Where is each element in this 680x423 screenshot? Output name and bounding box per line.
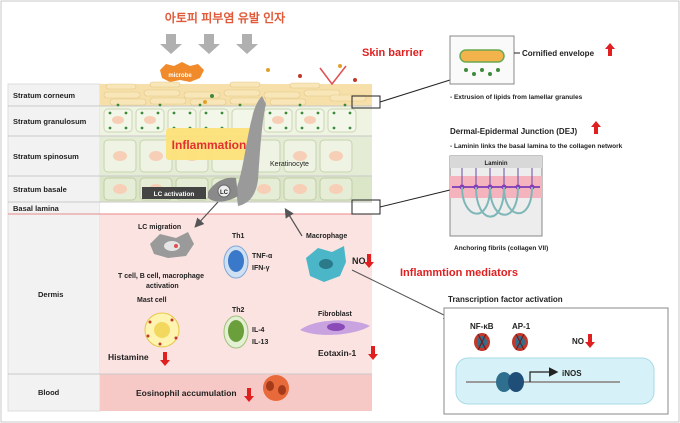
dermis-red-arrows	[160, 254, 378, 402]
cells-activation-line1: T cell, B cell, macrophage	[118, 273, 204, 280]
inflammation-highlight	[166, 128, 252, 160]
microbe: microbe	[160, 62, 204, 82]
keratinocyte-shape	[236, 96, 266, 206]
layer-labels: Stratum corneum Stratum granulosum Strat…	[13, 91, 87, 397]
ap1-label: AP-1	[512, 322, 531, 331]
dermis-labels: LC migration T cell, B cell, macrophage …	[118, 224, 353, 346]
eotaxin-down-arrow-icon	[368, 346, 378, 360]
anchoring-label: Anchoring fibrils (collagen VII)	[454, 245, 548, 252]
macrophage-up-arrow	[284, 207, 303, 237]
eosinophil-cell	[263, 375, 289, 401]
fibroblast-cell	[300, 320, 370, 335]
mediators-title: Inflammtion mediators	[400, 267, 518, 279]
zoom-line-top	[379, 79, 451, 103]
dej-title: Dermal-Epidermal Junction (DEJ)	[450, 127, 577, 136]
ap1-protein	[512, 333, 528, 351]
macrophage-cell	[306, 246, 346, 282]
fibroblast-label: Fibroblast	[318, 311, 353, 318]
eotaxin-label: Eotaxin-1	[318, 348, 357, 358]
keratinocyte-label: Keratinocyte	[270, 161, 309, 168]
down-arrow-icon	[160, 34, 182, 54]
blood-band	[100, 374, 372, 411]
ifn-label: IFN-γ	[252, 265, 270, 272]
cells-activation-line2: activation	[146, 283, 179, 290]
layer-label-column	[7, 83, 101, 412]
down-arrow-icon	[236, 34, 258, 54]
down-arrow-icon	[198, 34, 220, 54]
tnf-label: TNF-α	[252, 253, 273, 260]
dej-inset: Laminin	[449, 155, 543, 237]
layer-label: Stratum corneum	[13, 91, 75, 100]
dej-desc: - Laminin links the basal lamina to the …	[450, 143, 623, 150]
tf-complex-right	[508, 372, 524, 392]
nfkb-protein	[474, 333, 490, 351]
layer-label: Dermis	[38, 290, 63, 299]
tf-no-label: NO	[572, 337, 584, 346]
histamine-label: Histamine	[108, 352, 149, 362]
histamine-down-arrow-icon	[160, 352, 170, 366]
down-arrows	[160, 34, 258, 54]
dej-up-arrow-icon	[591, 121, 601, 134]
th1-cell	[223, 245, 249, 279]
cornified-cell	[459, 49, 505, 63]
skin-barrier-title: Skin barrier	[362, 47, 424, 59]
macrophage-label: Macrophage	[306, 233, 347, 240]
th2-label: Th2	[232, 307, 245, 314]
laminin-label: Laminin	[484, 161, 507, 167]
lc-activation-label: LC activation	[154, 191, 195, 198]
barrier-break-mark	[319, 65, 347, 86]
layer-label: Stratum basale	[13, 185, 67, 194]
transcription-arrow	[529, 367, 559, 382]
eosinophil-label: Eosinophil accumulation	[136, 388, 237, 398]
cornified-up-arrow-icon	[605, 43, 615, 56]
th1-label: Th1	[232, 233, 245, 240]
basal-lamina-band	[100, 202, 372, 214]
inflammation-label: Inflammation	[172, 138, 247, 152]
tf-title: Transcription factor activation	[448, 295, 563, 304]
cornified-label: Cornified envelope	[522, 49, 595, 58]
tf-no-down-arrow-icon	[585, 334, 595, 348]
particles	[203, 64, 357, 104]
tf-complex-left	[496, 372, 512, 392]
zoom-line-dej	[379, 189, 451, 208]
layer-label: Blood	[38, 388, 60, 397]
lc-migration-arrow	[194, 201, 219, 228]
nfkb-label: NF-κB	[470, 322, 494, 331]
mast-cell-label: Mast cell	[137, 297, 167, 304]
layer-label: Basal lamina	[13, 204, 60, 213]
layer-label: Stratum granulosum	[13, 117, 87, 126]
microbe-label: microbe	[168, 73, 192, 79]
il4-label: IL-4	[252, 327, 265, 334]
mast-cell	[144, 312, 180, 348]
lipids-note: - Extrusion of lipids from lamellar gran…	[450, 94, 583, 101]
il13-label: IL-13	[252, 339, 268, 346]
tf-panel: NF-κB AP-1 NO iNOS	[443, 307, 669, 415]
macrophage-to-tf-arrow	[351, 269, 452, 319]
lc-label: LC	[220, 190, 229, 196]
lc-migrating-cell	[150, 232, 194, 258]
lc-activation-box	[142, 187, 206, 199]
top-title: 아토피 피부염 유발 인자	[165, 10, 285, 25]
inos-label: iNOS	[562, 369, 582, 378]
eosinophil-down-arrow-icon	[244, 388, 254, 402]
th2-cell	[223, 315, 249, 349]
lc-migration-label: LC migration	[138, 224, 181, 231]
no-down-arrow-icon	[364, 254, 374, 268]
layer-label: Stratum spinosum	[13, 152, 79, 161]
no-label: NO	[352, 256, 366, 266]
